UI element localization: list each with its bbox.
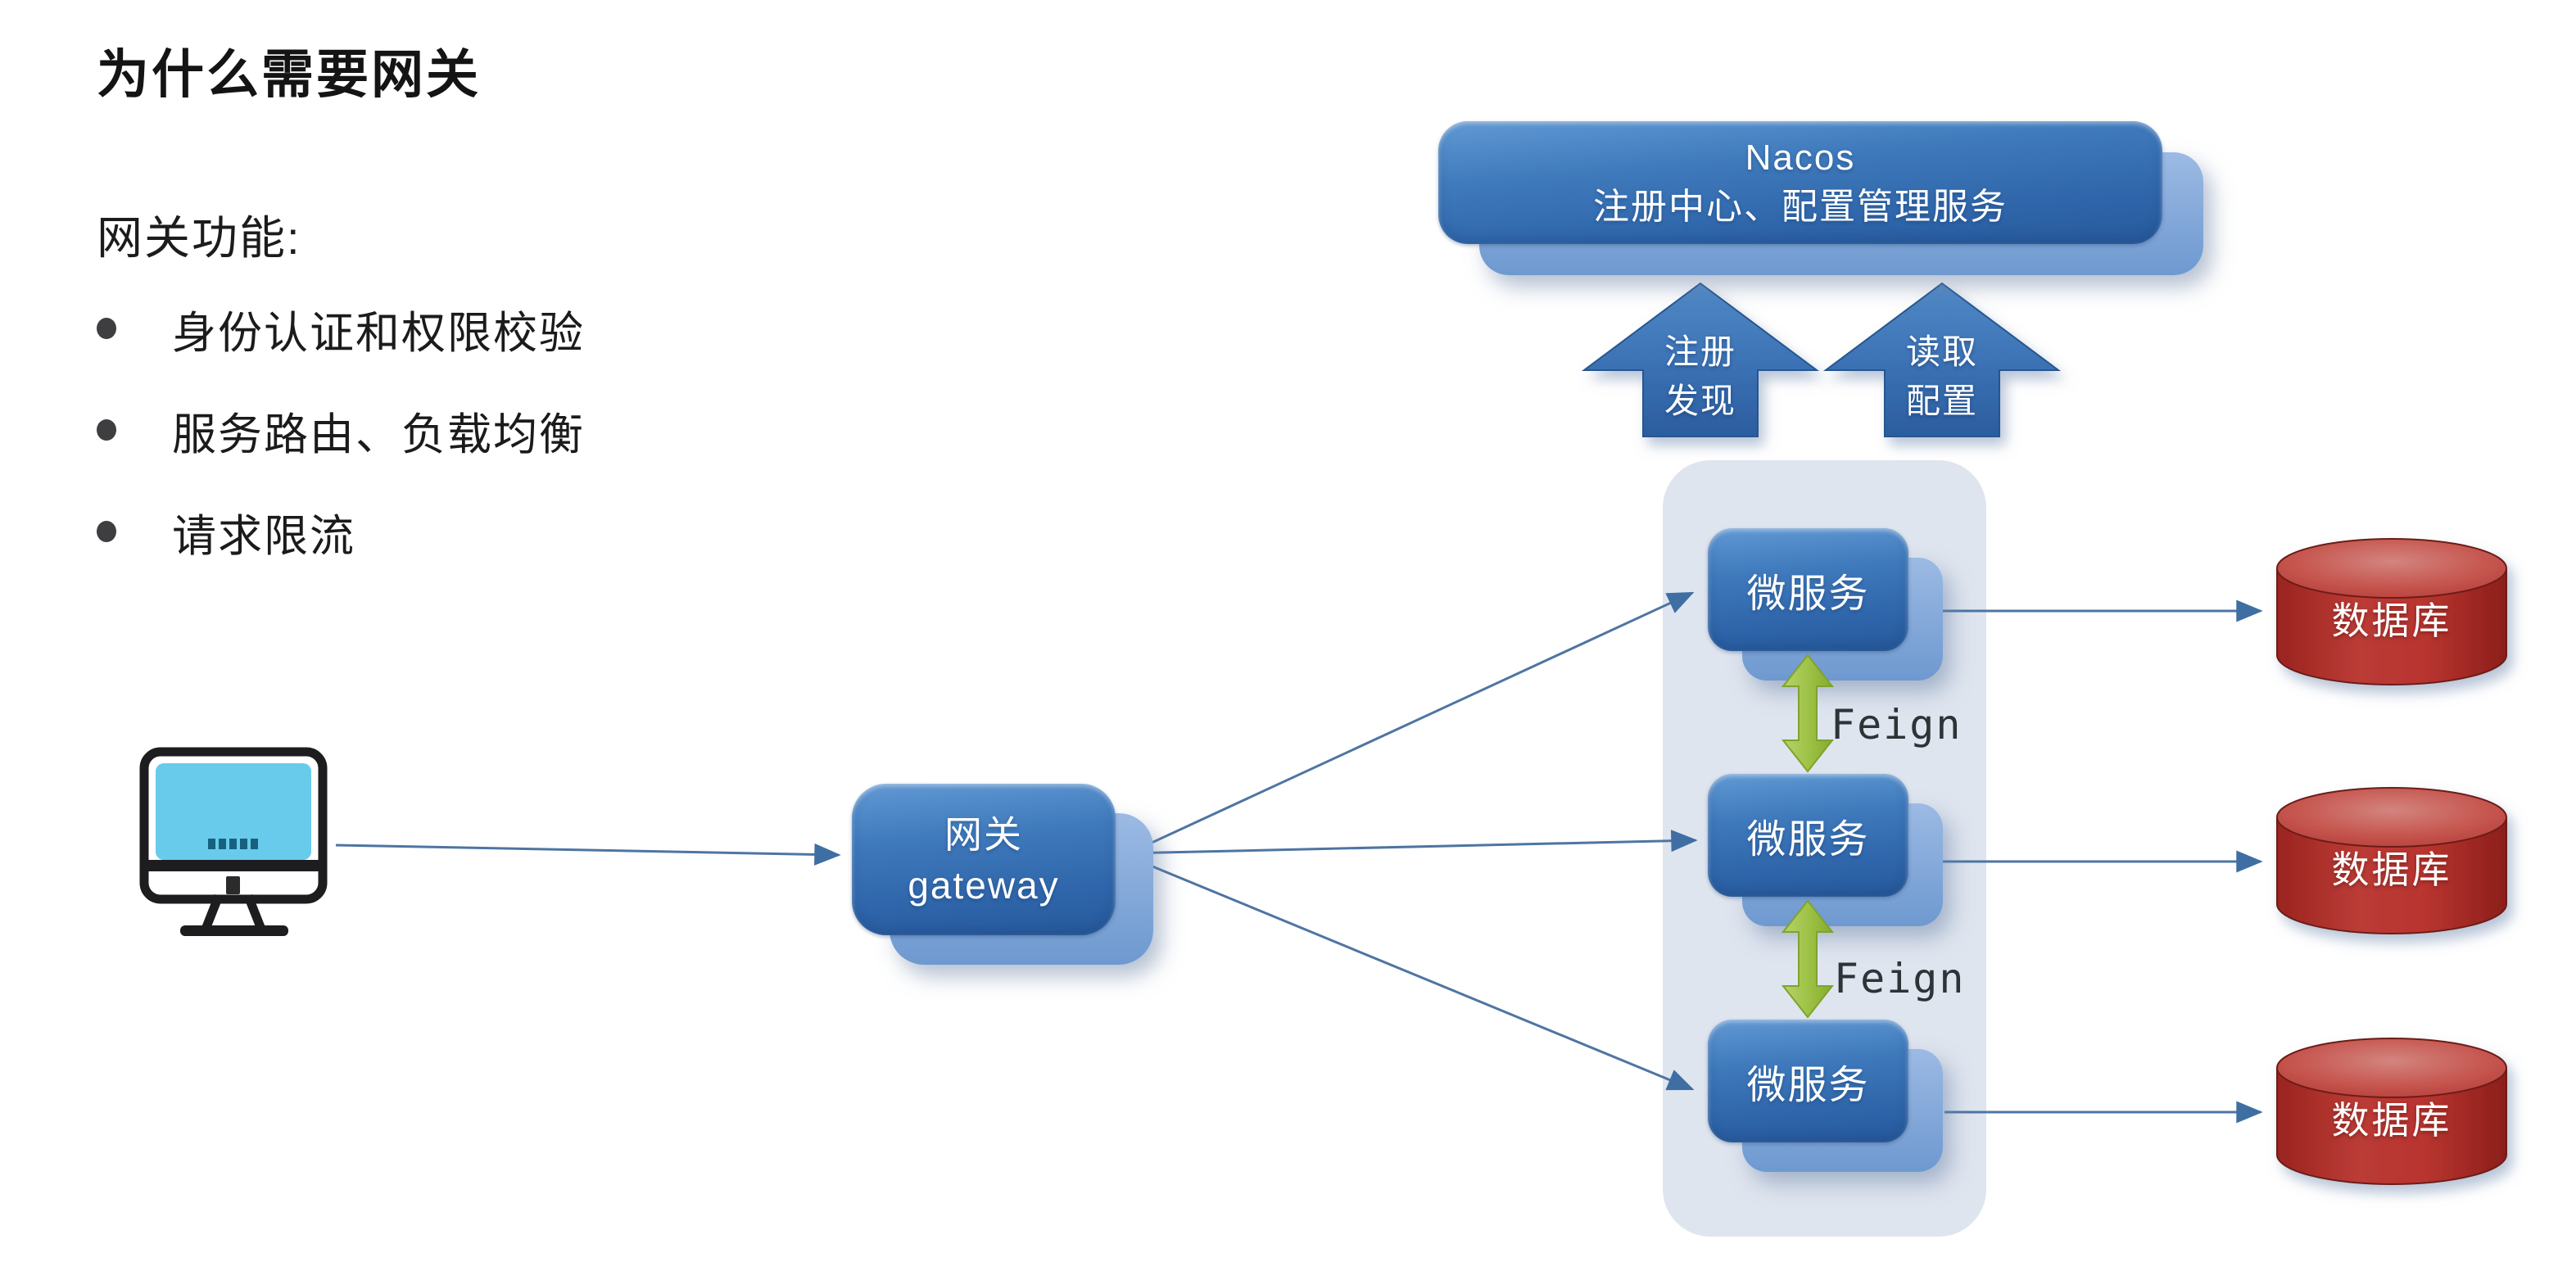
arrow-label-line: 配置 <box>1905 382 1978 420</box>
nacos-title: Nacos <box>1745 138 1856 178</box>
database-cylinder-icon <box>2276 1038 2507 1185</box>
list-item-text: 身份认证和权限校验 <box>172 308 585 358</box>
database-label-2: 数据库 <box>2331 848 2452 891</box>
bullet-dot-icon <box>97 419 116 441</box>
list-item: 服务路由、负载均衡 <box>97 398 585 462</box>
register-discovery-block-arrow-icon <box>1581 282 1820 437</box>
database-cylinder-icon <box>2276 787 2507 934</box>
database-label-1: 数据库 <box>2331 599 2452 642</box>
nacos-subtitle: 注册中心、配置管理服务 <box>1593 187 2008 227</box>
gateway-label-cn: 网关 <box>944 812 1023 856</box>
connector-gateway-to-microservice-1 <box>1128 591 1695 855</box>
list-item: 请求限流 <box>97 500 585 563</box>
read-config-arrow-label: 读取 配置 <box>1885 328 1999 426</box>
features-list: 身份认证和权限校验 服务路由、负载均衡 请求限流 <box>97 296 585 601</box>
feign-double-arrow-icon <box>1781 654 1835 773</box>
features-heading: 网关功能: <box>97 212 301 264</box>
list-item: 身份认证和权限校验 <box>97 296 585 360</box>
feign-double-arrow-icon <box>1781 899 1835 1019</box>
bullet-dot-icon <box>97 318 116 339</box>
connector-gateway-to-microservice-2 <box>1128 830 1698 855</box>
microservice-label: 微服务 <box>1746 1064 1870 1107</box>
database-label-3: 数据库 <box>2331 1099 2452 1142</box>
microservice-label: 微服务 <box>1746 818 1870 862</box>
list-item-text: 请求限流 <box>172 511 355 561</box>
register-discovery-arrow-label: 注册 发现 <box>1643 328 1758 426</box>
gateway-box: 网关 gateway <box>852 784 1116 935</box>
bullet-dot-icon <box>97 521 116 542</box>
connector-client-to-gateway <box>335 843 841 866</box>
feign-label-2: Feign <box>1834 955 1966 1002</box>
microservice-box-3: 微服务 <box>1708 1020 1908 1142</box>
arrow-label-line: 注册 <box>1664 332 1736 371</box>
list-item-text: 服务路由、负载均衡 <box>172 409 585 459</box>
nacos-box: Nacos 注册中心、配置管理服务 <box>1438 121 2162 244</box>
desktop-computer-icon <box>139 747 328 936</box>
gateway-label-en: gateway <box>908 863 1060 907</box>
read-config-block-arrow-icon <box>1822 282 2062 437</box>
microservice-box-2: 微服务 <box>1708 774 1908 897</box>
page-title: 为什么需要网关 <box>97 45 481 104</box>
arrow-label-line: 发现 <box>1664 382 1736 420</box>
microservice-label: 微服务 <box>1746 572 1870 616</box>
database-cylinder-icon <box>2276 538 2507 685</box>
microservice-box-1: 微服务 <box>1708 528 1908 651</box>
arrow-label-line: 读取 <box>1905 332 1978 371</box>
connector-gateway-to-microservice-3 <box>1128 855 1695 1091</box>
feign-label-1: Feign <box>1831 701 1963 749</box>
